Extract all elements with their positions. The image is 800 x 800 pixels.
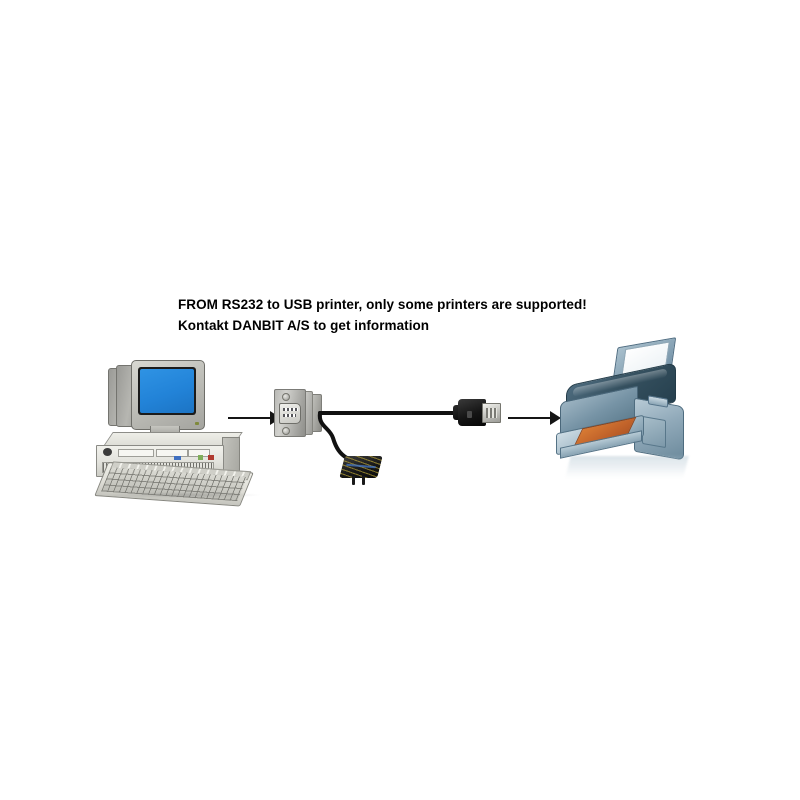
- usb-plug-body: [458, 399, 486, 426]
- power-cable-branch: [312, 410, 372, 472]
- db9-pin-row-bottom: [283, 414, 296, 417]
- db9-pin-row-top: [283, 408, 298, 411]
- crt-monitor-case: [131, 360, 205, 430]
- monitor-power-led: [195, 422, 199, 425]
- db9-faceplate: [274, 389, 306, 437]
- usb-contacts: [486, 408, 497, 418]
- cd-drive-slot: [118, 449, 154, 457]
- db9-d-shell: [279, 403, 301, 424]
- computer-shadow: [104, 492, 260, 498]
- monitor-screen: [140, 369, 194, 413]
- floppy-drive-slot: [156, 449, 188, 457]
- adapter-cable: [318, 411, 470, 415]
- arrow-head: [550, 411, 561, 425]
- printer-reflection: [565, 456, 689, 478]
- arrow-usb-to-printer: [508, 408, 562, 428]
- monitor-bezel: [138, 367, 196, 415]
- case-power-button: [208, 455, 214, 460]
- usb-metal-shell: [482, 403, 501, 423]
- arrow-shaft: [508, 417, 552, 419]
- computer-illustration: [88, 356, 263, 507]
- arrow-shaft: [228, 417, 272, 419]
- case-button-green: [198, 455, 203, 460]
- usb-strain-relief: [453, 405, 461, 420]
- power-plug-prong-right: [362, 476, 365, 485]
- usb-connector: [453, 396, 501, 430]
- caption-line-2: Kontakt DANBIT A/S to get information: [178, 318, 430, 333]
- case-dial-knob: [103, 448, 112, 456]
- db9-screw-top: [282, 393, 290, 401]
- desktop-case-side: [222, 437, 240, 473]
- power-cable-path: [317, 411, 349, 460]
- printer-illustration: [556, 337, 708, 485]
- power-plug-prong-left: [352, 476, 355, 485]
- case-button-blue: [174, 456, 181, 460]
- power-plug: [339, 456, 384, 492]
- caption-line-1: FROM RS232 to USB printer, only some pri…: [178, 297, 587, 312]
- caption-text-block: FROM RS232 to USB printer, only some pri…: [178, 294, 587, 336]
- usb-grip-notch: [467, 411, 472, 418]
- printer-side-panel: [642, 415, 666, 449]
- db9-screw-bottom: [282, 427, 290, 435]
